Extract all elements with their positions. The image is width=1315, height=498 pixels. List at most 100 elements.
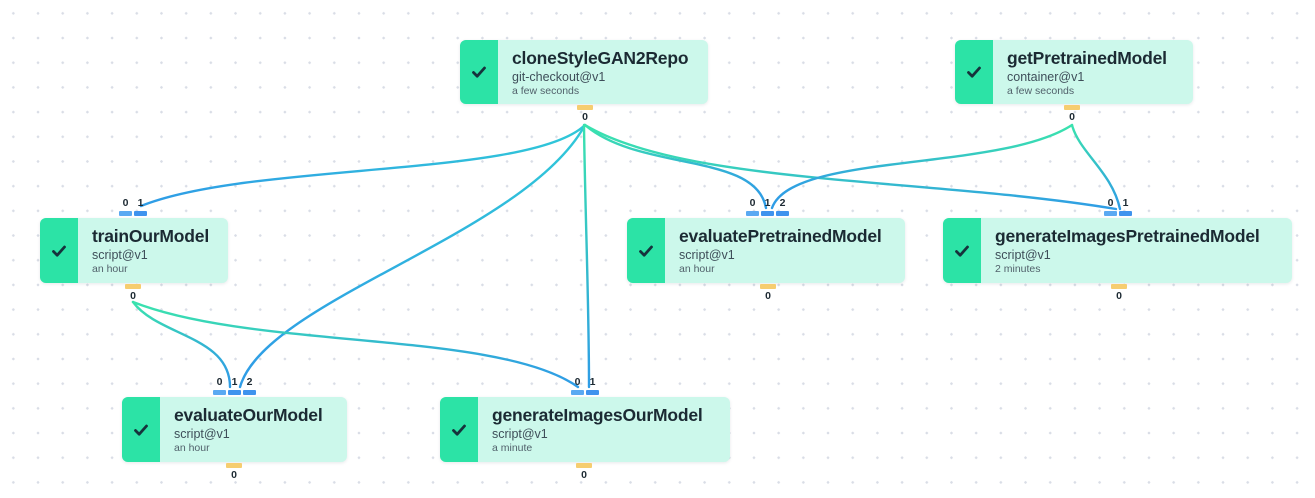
- pipeline-node-trainOurModel[interactable]: trainOurModel script@v1 an hour: [40, 218, 228, 283]
- status-success-badge: [943, 218, 981, 283]
- output-port[interactable]: [1111, 284, 1127, 289]
- input-port-label: 0: [122, 197, 129, 209]
- input-port[interactable]: [746, 211, 759, 216]
- input-port-label: 0: [1107, 197, 1114, 209]
- input-port-label: 1: [589, 376, 596, 388]
- input-port[interactable]: [761, 211, 774, 216]
- input-ports-evaluatePretrainedModel: 0 1 2: [746, 197, 789, 216]
- output-port[interactable]: [760, 284, 776, 289]
- input-port[interactable]: [243, 390, 256, 395]
- node-title: getPretrainedModel: [1007, 48, 1167, 68]
- edge-cloneStyleGAN2Repo-to-generateImagesOurModel[interactable]: [582, 123, 591, 389]
- output-port[interactable]: [576, 463, 592, 468]
- input-port[interactable]: [571, 390, 584, 395]
- output-port-label: 0: [765, 290, 771, 302]
- node-step-type: git-checkout@v1: [512, 70, 606, 84]
- check-icon: [52, 245, 66, 257]
- check-icon: [472, 66, 486, 78]
- input-ports-trainOurModel: 0 1: [119, 197, 147, 216]
- edge-cloneStyleGAN2Repo-to-evaluateOurModel[interactable]: [238, 123, 587, 389]
- node-duration: an hour: [679, 263, 715, 275]
- check-icon: [452, 424, 466, 436]
- input-port[interactable]: [1119, 211, 1132, 216]
- output-port[interactable]: [577, 105, 593, 110]
- output-port-label: 0: [1069, 111, 1075, 123]
- pipeline-node-cloneStyleGAN2Repo[interactable]: cloneStyleGAN2Repo git-checkout@v1 a few…: [460, 40, 708, 104]
- output-port-getPretrainedModel: 0: [1064, 105, 1080, 124]
- node-step-type: script@v1: [174, 427, 230, 441]
- node-title: evaluatePretrainedModel: [679, 226, 882, 246]
- edge-getPretrainedModel-to-generateImagesPretrainedModel[interactable]: [1070, 123, 1122, 211]
- status-success-badge: [460, 40, 498, 104]
- output-port-trainOurModel: 0: [125, 284, 141, 303]
- input-ports-generateImagesOurModel: 0 1: [571, 376, 599, 395]
- status-success-badge: [627, 218, 665, 283]
- node-duration: an hour: [92, 263, 128, 275]
- input-port-label: 2: [779, 197, 786, 209]
- status-success-badge: [440, 397, 478, 462]
- check-icon: [967, 66, 981, 78]
- node-step-type: script@v1: [995, 248, 1051, 262]
- input-port-label: 2: [246, 376, 253, 388]
- edge-cloneStyleGAN2Repo-to-evaluatePretrainedModel[interactable]: [583, 123, 768, 210]
- input-port-label: 0: [574, 376, 581, 388]
- node-title: trainOurModel: [92, 226, 209, 246]
- edge-cloneStyleGAN2Repo-to-trainOurModel[interactable]: [139, 123, 587, 208]
- input-ports-evaluateOurModel: 0 1 2: [213, 376, 256, 395]
- edge-trainOurModel-to-generateImagesOurModel[interactable]: [131, 300, 580, 389]
- edge-getPretrainedModel-to-evaluatePretrainedModel[interactable]: [770, 123, 1074, 210]
- output-port[interactable]: [125, 284, 141, 289]
- edge-cloneStyleGAN2Repo-to-generateImagesPretrainedModel[interactable]: [583, 123, 1118, 211]
- output-port-evaluateOurModel: 0: [226, 463, 242, 482]
- input-port[interactable]: [213, 390, 226, 395]
- pipeline-node-generateImagesPretrainedModel[interactable]: generateImagesPretrainedModel script@v1 …: [943, 218, 1292, 283]
- input-port[interactable]: [228, 390, 241, 395]
- node-step-type: container@v1: [1007, 70, 1085, 84]
- node-duration: an hour: [174, 442, 210, 454]
- input-port-label: 0: [216, 376, 223, 388]
- input-port-label: 1: [137, 197, 144, 209]
- input-port[interactable]: [134, 211, 147, 216]
- check-icon: [955, 245, 969, 257]
- status-success-badge: [122, 397, 160, 462]
- output-port-label: 0: [130, 290, 136, 302]
- node-duration: a few seconds: [1007, 85, 1075, 97]
- output-port-label: 0: [581, 469, 587, 481]
- pipeline-node-evaluateOurModel[interactable]: evaluateOurModel script@v1 an hour: [122, 397, 347, 462]
- pipeline-node-evaluatePretrainedModel[interactable]: evaluatePretrainedModel script@v1 an hou…: [627, 218, 905, 283]
- input-ports-generateImagesPretrainedModel: 0 1: [1104, 197, 1132, 216]
- edge-trainOurModel-to-evaluateOurModel[interactable]: [131, 300, 232, 389]
- input-port-label: 1: [764, 197, 771, 209]
- output-port-generateImagesPretrainedModel: 0: [1111, 284, 1127, 303]
- node-step-type: script@v1: [492, 427, 548, 441]
- output-port-label: 0: [231, 469, 237, 481]
- node-duration: 2 minutes: [995, 263, 1041, 275]
- input-port[interactable]: [586, 390, 599, 395]
- node-title: generateImagesPretrainedModel: [995, 226, 1260, 246]
- node-step-type: script@v1: [679, 248, 735, 262]
- output-port-label: 0: [582, 111, 588, 123]
- output-port-evaluatePretrainedModel: 0: [760, 284, 776, 303]
- output-port[interactable]: [1064, 105, 1080, 110]
- pipeline-node-getPretrainedModel[interactable]: getPretrainedModel container@v1 a few se…: [955, 40, 1193, 104]
- input-port-label: 1: [1122, 197, 1129, 209]
- input-port-label: 0: [749, 197, 756, 209]
- output-port-cloneStyleGAN2Repo: 0: [577, 105, 593, 124]
- status-success-badge: [40, 218, 78, 283]
- node-duration: a minute: [492, 442, 533, 454]
- pipeline-node-generateImagesOurModel[interactable]: generateImagesOurModel script@v1 a minut…: [440, 397, 730, 462]
- output-port[interactable]: [226, 463, 242, 468]
- check-icon: [134, 424, 148, 436]
- node-step-type: script@v1: [92, 248, 148, 262]
- output-port-label: 0: [1116, 290, 1122, 302]
- input-port-label: 1: [231, 376, 238, 388]
- input-port[interactable]: [1104, 211, 1117, 216]
- input-port[interactable]: [119, 211, 132, 216]
- check-icon: [639, 245, 653, 257]
- node-title: evaluateOurModel: [174, 405, 323, 425]
- input-port[interactable]: [776, 211, 789, 216]
- node-title: generateImagesOurModel: [492, 405, 703, 425]
- output-port-generateImagesOurModel: 0: [576, 463, 592, 482]
